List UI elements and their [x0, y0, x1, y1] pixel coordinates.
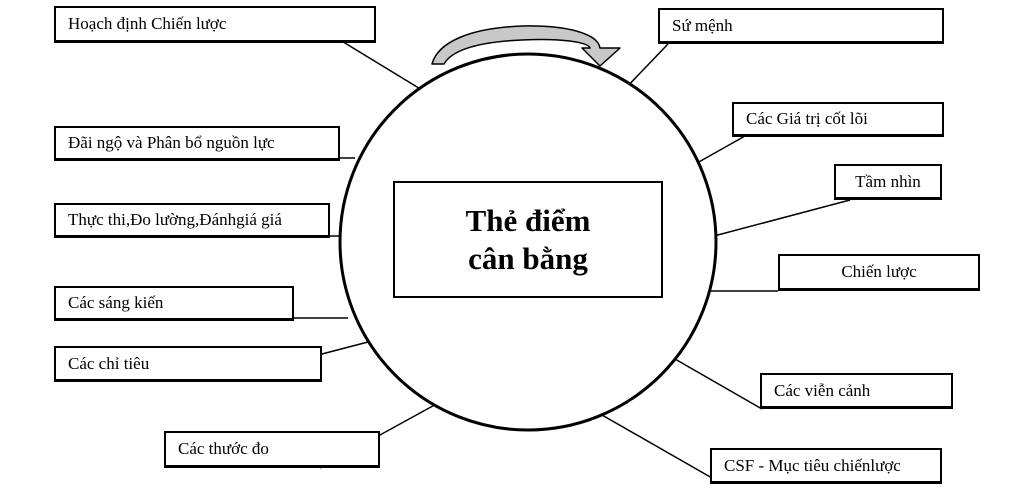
connector-perspectives — [667, 354, 763, 410]
center-title-line-2: cân bằng — [468, 240, 588, 276]
label-rewards-resources: Đãi ngộ và Phân bổ nguồn lực — [54, 126, 340, 161]
label-implementation: Thực thi,Đo lường,Đánhgiá giá — [54, 203, 330, 238]
label-initiatives: Các sáng kiến — [54, 286, 294, 321]
label-csf: CSF - Mục tiêu chiếnlược — [710, 448, 942, 484]
connector-vision — [713, 199, 851, 237]
label-vision: Tầm nhìn — [834, 164, 942, 200]
label-strategy: Chiến lược — [778, 254, 980, 291]
label-strategic-planning: Hoạch định Chiến lược — [54, 6, 376, 43]
center-title-line-1: Thẻ điểm — [465, 202, 591, 238]
label-core-values: Các Giá trị cốt lõi — [732, 102, 944, 137]
label-mission: Sứ mệnh — [658, 8, 944, 44]
connector-strategic-planning — [339, 39, 423, 91]
label-measures: Các thước đo — [164, 431, 380, 468]
center-title-box: Thẻ điểm cân bằng — [393, 181, 663, 298]
connector-core-values — [696, 135, 746, 164]
label-targets: Các chỉ tiêu — [54, 346, 322, 382]
rotation-arrow-icon — [431, 25, 621, 67]
label-perspectives: Các viễn cảnh — [760, 373, 953, 409]
connector-csf — [594, 410, 713, 479]
